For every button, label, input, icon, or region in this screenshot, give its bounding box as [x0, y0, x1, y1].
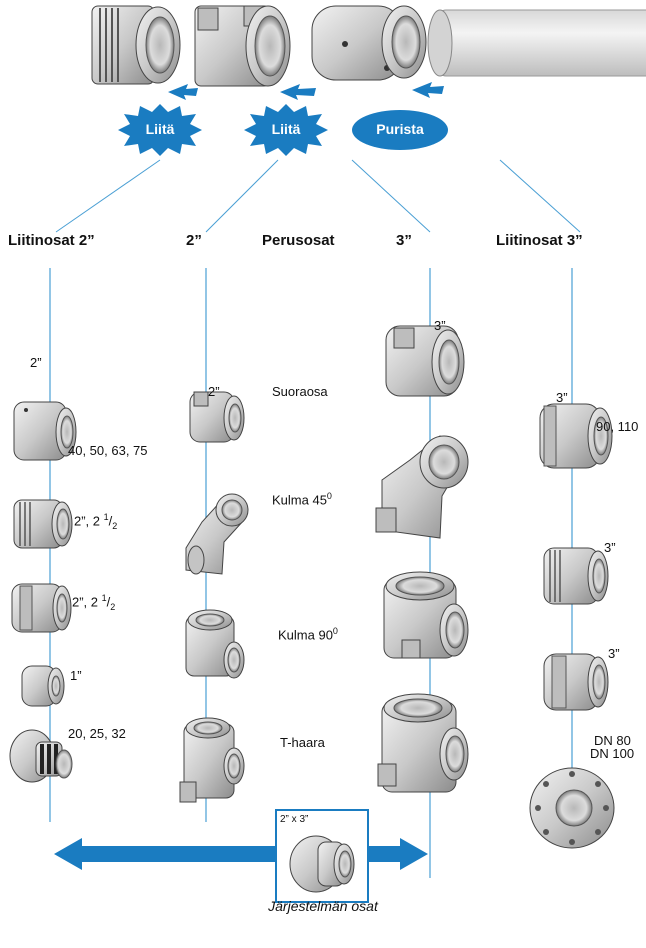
press-label: Purista [376, 121, 424, 137]
col4-size-label: 3” [434, 318, 446, 333]
connect-label-1: Liitä [145, 121, 175, 137]
fitting-col5-1 [539, 403, 613, 469]
col1-item4-label: 1” [70, 668, 82, 683]
connect-burst-1 [118, 104, 202, 156]
header-col5: Liitinosat 3” [496, 232, 583, 249]
arrow-right-head [368, 838, 428, 870]
fitting-tee-2 [179, 717, 245, 803]
fitting-col1-5 [9, 729, 73, 783]
top-assembly [55, 5, 646, 233]
col1-size-label: 2” [30, 355, 42, 370]
fitting-col1-4 [21, 665, 65, 707]
column1-fittings [9, 401, 77, 783]
col5-item1-label: 90, 110 [596, 419, 639, 434]
fitting-tee-3 [377, 693, 469, 793]
fitting-col1-2 [13, 499, 73, 549]
col1-item1-label: 40, 50, 63, 75 [68, 443, 148, 458]
label-straight: Suoraosa [272, 384, 328, 399]
label-tee: T-haara [280, 735, 325, 750]
col1-item5-label: 20, 25, 32 [68, 726, 126, 741]
fitting-elbow90-3 [383, 571, 469, 659]
column5-fittings [529, 403, 615, 849]
press-fitting-graphic [311, 5, 427, 81]
col1-item2-label: 2”, 2 1/2 [74, 512, 118, 531]
label-elbow90: Kulma 900 [278, 626, 338, 643]
col5-item4b-label: DN 100 [590, 746, 635, 761]
column2-fittings [179, 391, 249, 803]
range-arrow [54, 838, 428, 870]
connect-burst-2 [244, 104, 328, 156]
header-col4: 3” [396, 232, 412, 249]
fitting-elbow45-2 [185, 493, 249, 575]
press-badge [352, 110, 448, 150]
fitting-col1-3 [11, 583, 72, 633]
fitting-col5-2 [543, 547, 609, 605]
arrow-left-icon [168, 82, 444, 100]
header-col1: Liitinosat 2” [8, 232, 95, 249]
header-col2: 2” [186, 232, 202, 249]
pipe-graphic [437, 9, 646, 77]
col5-size-label: 3” [556, 390, 568, 405]
figure-caption: Järjestelmän osat [268, 898, 378, 914]
fitting-straight-2 [189, 391, 245, 443]
column4-fittings [375, 325, 469, 793]
column-lines [49, 268, 573, 878]
threaded-fitting-graphic [91, 5, 181, 85]
col1-item3-label: 2”, 2 1/2 [72, 593, 116, 612]
fitting-col5-3 [543, 653, 609, 711]
col2-size-label: 2” [208, 384, 220, 399]
reducer-fitting [289, 835, 355, 893]
header-col3: Perusosat [262, 232, 335, 249]
fitting-elbow90-2 [185, 609, 245, 679]
fitting-elbow45-3 [375, 435, 469, 539]
reducer-label: 2” x 3” [280, 814, 309, 825]
col5-item4a-label: DN 80 [594, 733, 631, 748]
arrow-left-head [54, 838, 276, 870]
col5-item3-label: 3” [608, 646, 620, 661]
label-elbow45: Kulma 450 [272, 491, 332, 508]
col5-item2-label: 3” [604, 540, 616, 555]
fitting-col1-1 [13, 401, 77, 461]
fitting-straight-3 [385, 325, 465, 397]
connect-label-2: Liitä [271, 121, 301, 137]
clamp-fitting-graphic [194, 5, 291, 87]
flange-col5 [529, 767, 615, 849]
